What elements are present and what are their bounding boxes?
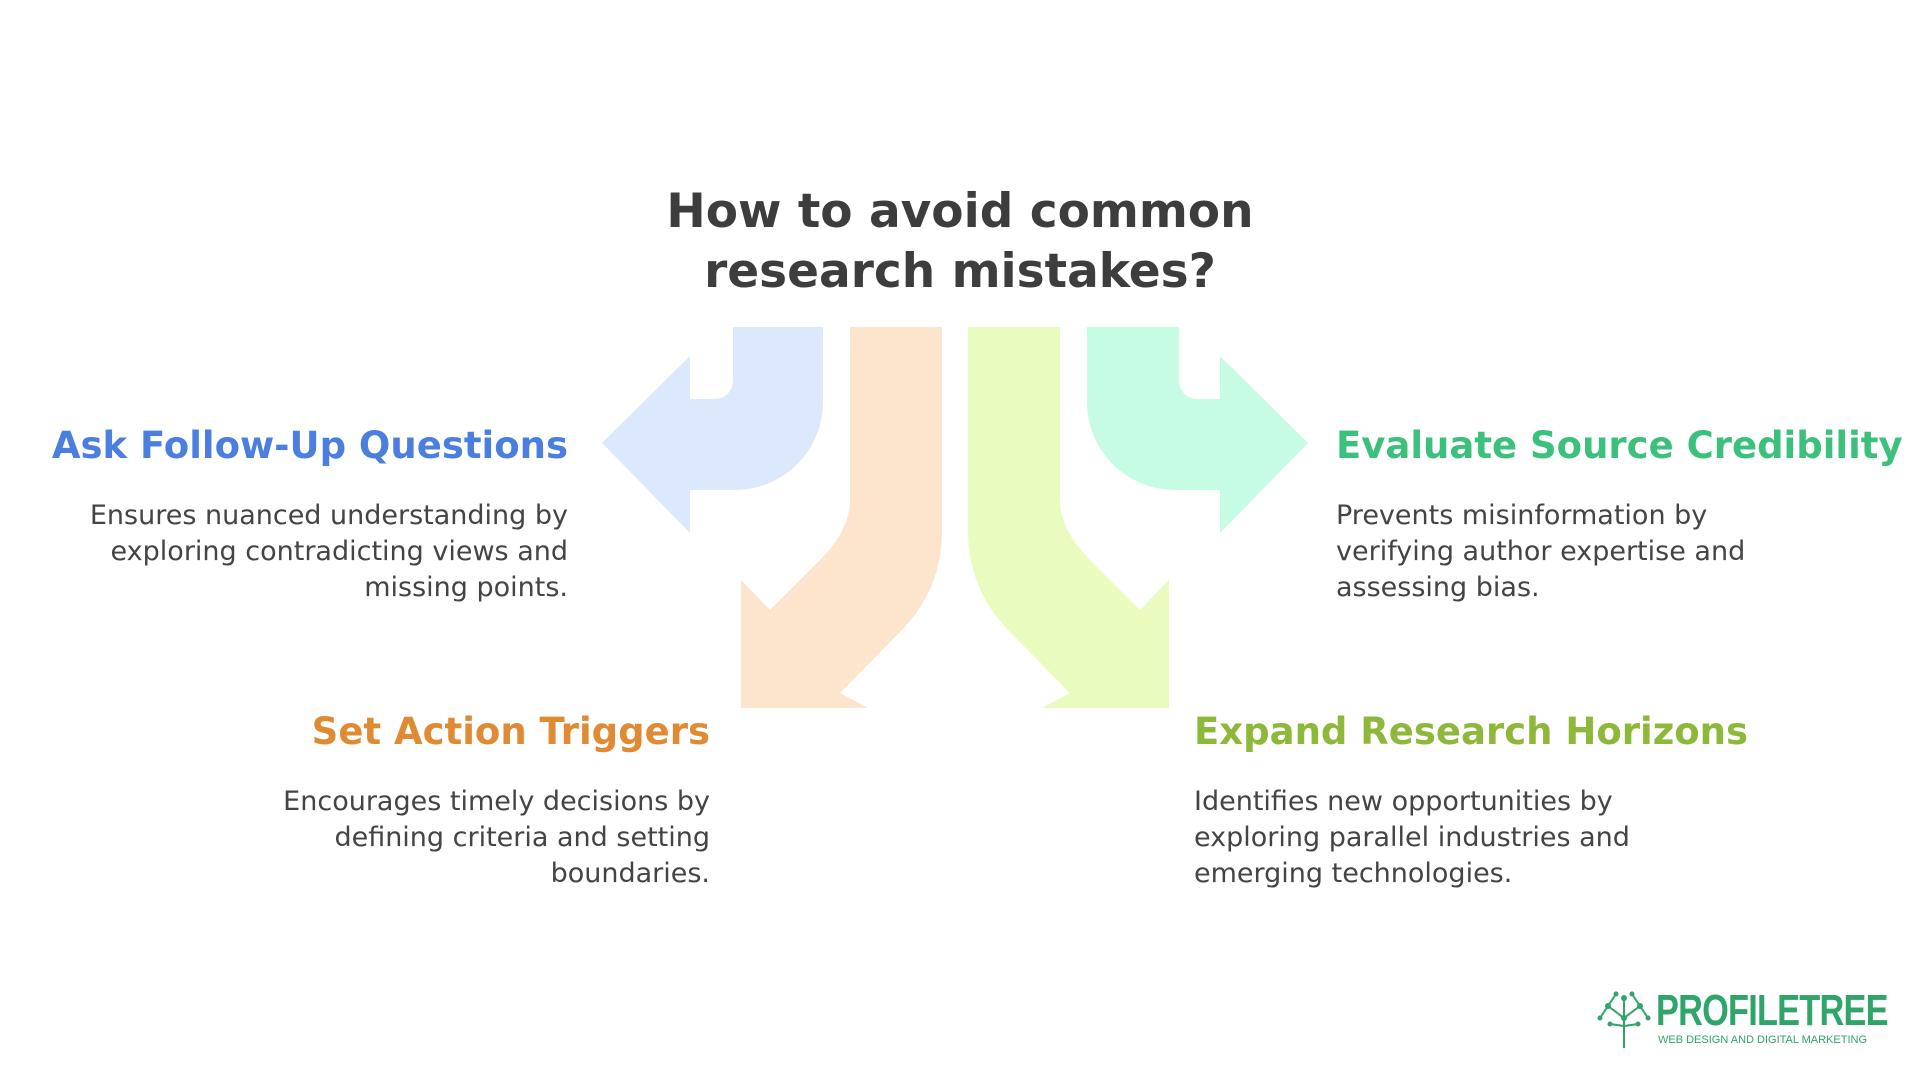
arrow-follow-up (602, 327, 823, 533)
arrow-expand (968, 327, 1169, 708)
tree-network-icon (1597, 991, 1651, 1048)
heading-follow-up: Ask Follow-Up Questions (51, 424, 568, 467)
diagram-title: How to avoid common research mistakes? (560, 182, 1360, 302)
profiletree-logo: PROFILETREE WEB DESIGN AND DIGITAL MARKE… (1596, 986, 1888, 1050)
title-line-1: How to avoid common (666, 184, 1254, 239)
logo-name: PROFILETREE (1656, 986, 1888, 1035)
heading-credibility: Evaluate Source Credibility (1336, 424, 1903, 467)
heading-expand: Expand Research Horizons (1194, 710, 1749, 753)
logo-tagline: WEB DESIGN AND DIGITAL MARKETING (1658, 1034, 1868, 1046)
arrow-triggers (741, 327, 942, 708)
heading-triggers: Set Action Triggers (311, 710, 710, 753)
description-triggers: Encourages timely decisions by defining … (283, 786, 710, 889)
arrow-credibility (1087, 327, 1308, 533)
title-line-2: research mistakes? (704, 244, 1216, 299)
description-credibility: Prevents misinformation by verifying aut… (1336, 500, 1746, 603)
description-follow-up: Ensures nuanced understanding by explori… (89, 500, 568, 603)
description-expand: Identifies new opportunities by explorin… (1194, 786, 1630, 889)
